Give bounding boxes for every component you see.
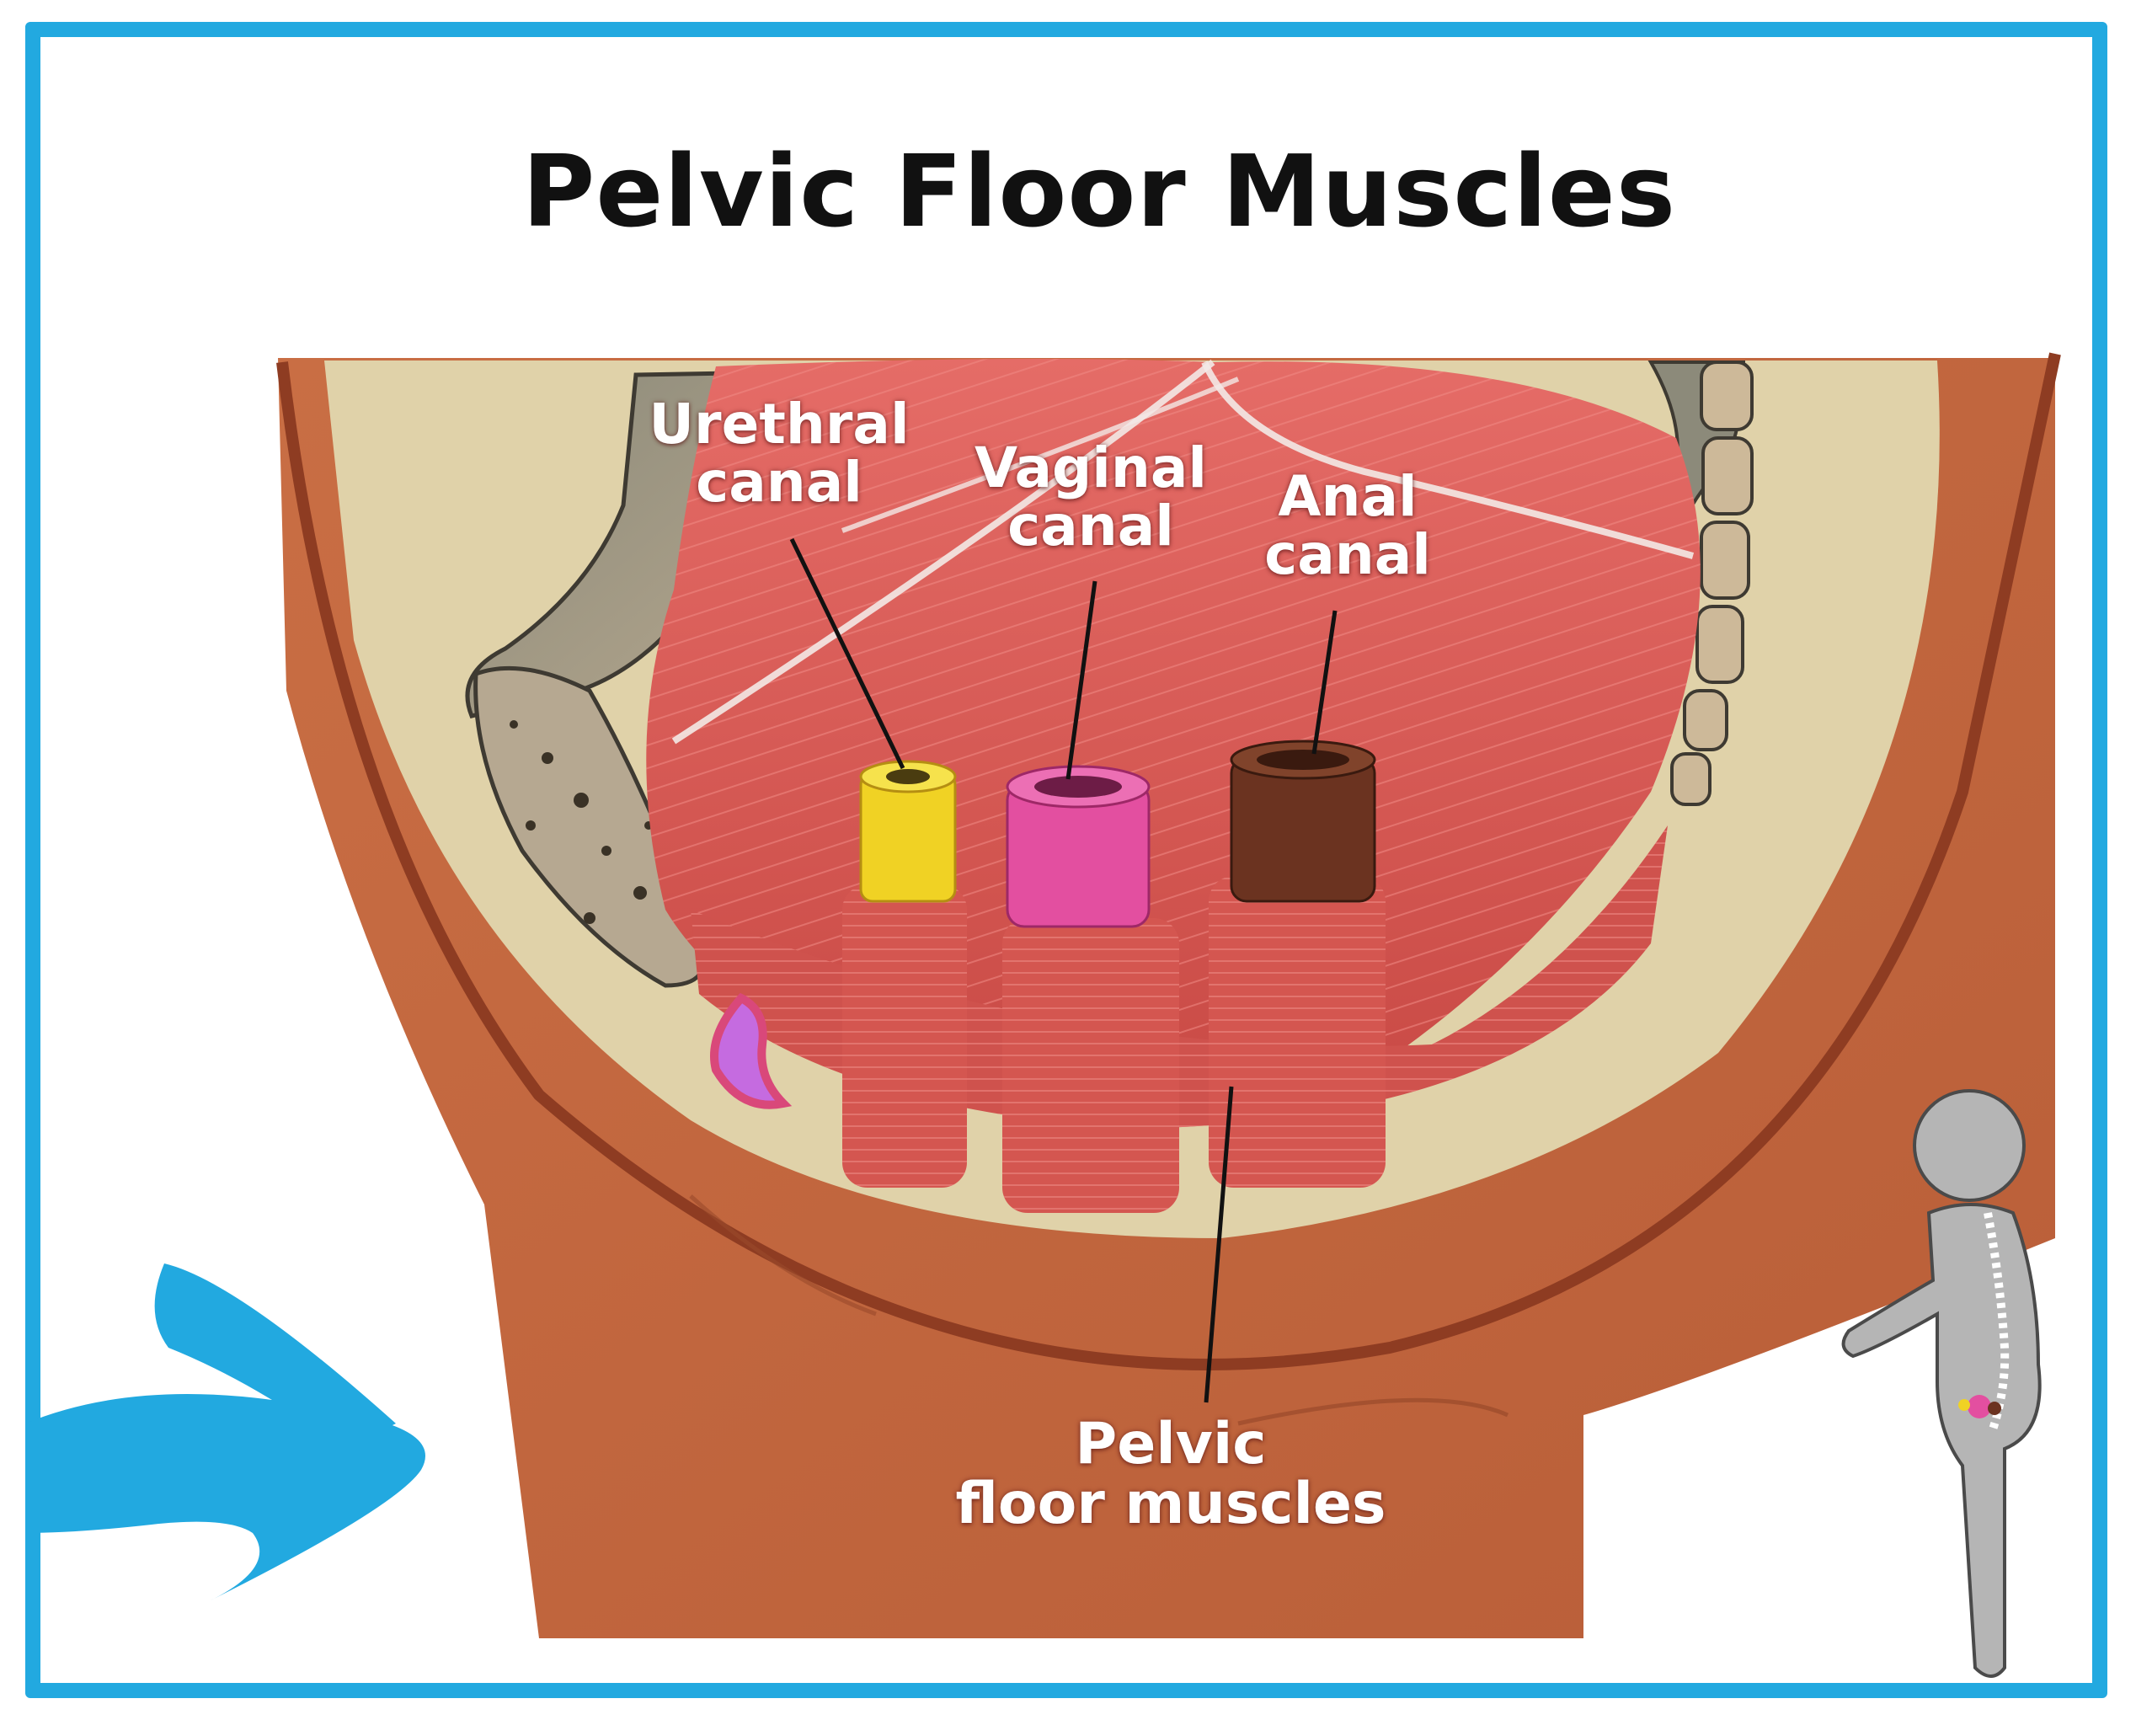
label-anal-line2: canal: [1238, 526, 1457, 585]
label-urethral-canal: Urethral canal: [640, 396, 918, 511]
label-anal-line1: Anal: [1238, 468, 1457, 526]
vagina-tube: [1007, 767, 1149, 927]
blue-arrow-icon: [25, 1263, 425, 1600]
label-pelvic-floor-muscles: Pelvic floor muscles: [926, 1415, 1415, 1534]
label-urethral-line1: Urethral: [640, 396, 918, 454]
urethra-tube: [861, 761, 955, 901]
label-anal-canal: Anal canal: [1238, 468, 1457, 584]
label-vaginal-canal: Vaginal canal: [952, 440, 1230, 555]
label-vaginal-line2: canal: [952, 498, 1230, 556]
label-vaginal-line1: Vaginal: [952, 440, 1230, 498]
label-pelvic-line2: floor muscles: [926, 1475, 1415, 1535]
label-urethral-line2: canal: [640, 454, 918, 512]
anal-canal-tube: [1231, 741, 1375, 901]
label-pelvic-line1: Pelvic: [926, 1415, 1415, 1475]
